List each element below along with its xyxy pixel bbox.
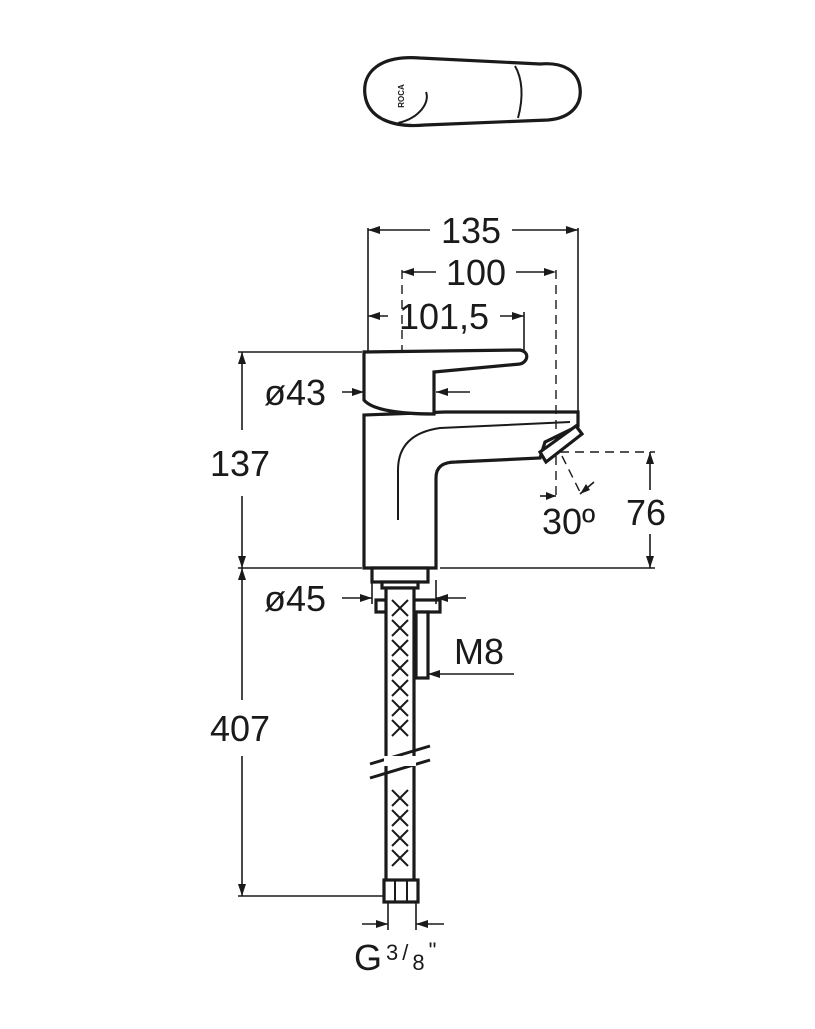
dimension-lines [238, 226, 655, 930]
dim-thread: M8 [454, 631, 504, 672]
dim-connection: G 3 / 8 " [354, 937, 436, 978]
dim-base-diameter: ø45 [264, 578, 326, 619]
dim-connection-prefix: G [354, 937, 382, 978]
dim-connection-den: 8 [412, 950, 424, 975]
dim-spout-reach: 100 [446, 252, 506, 293]
dim-connection-num: 3 [386, 940, 398, 965]
dim-connection-suffix: " [429, 938, 437, 963]
dim-handle-reach: 101,5 [399, 296, 489, 337]
top-view: ROCA [363, 56, 582, 128]
dim-hose-length: 407 [210, 708, 270, 749]
dim-spout-clearance: 76 [626, 492, 666, 533]
dim-overall-width: 135 [441, 210, 501, 251]
faucet-side-view [362, 348, 585, 904]
dim-spout-angle: 30º [542, 501, 595, 542]
dim-body-height: 137 [210, 443, 270, 484]
dimension-labels: 135 100 101,5 ø43 137 76 30º ø45 M8 407 … [210, 210, 666, 978]
dim-handle-diameter: ø43 [264, 372, 326, 413]
top-view-logo: ROCA [397, 84, 406, 108]
dim-connection-slash: / [402, 940, 409, 965]
